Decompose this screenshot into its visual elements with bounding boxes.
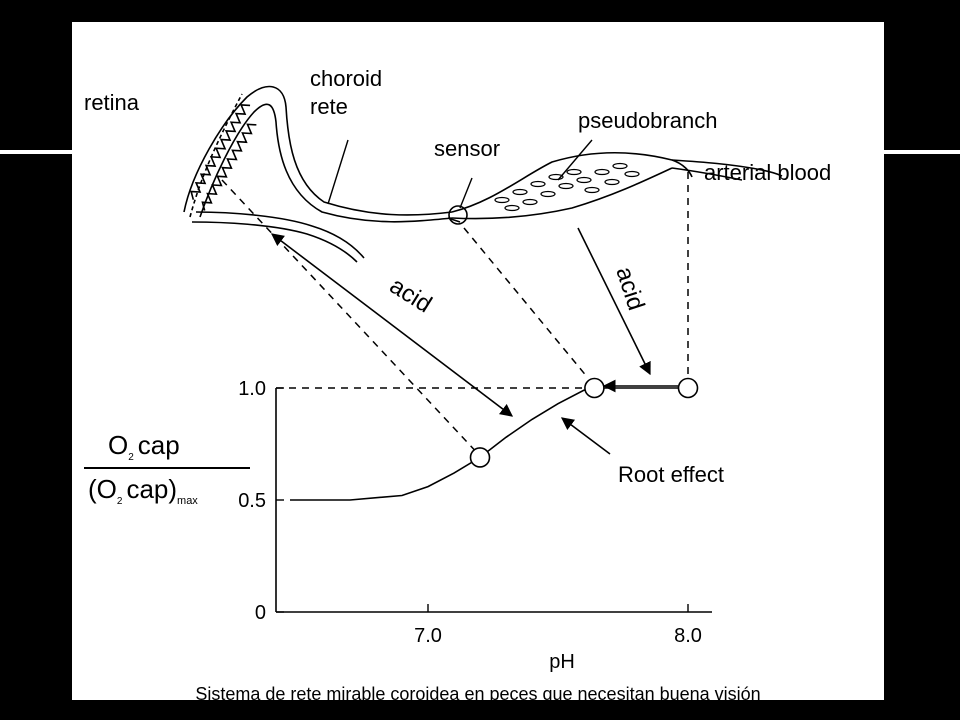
sensor-label: sensor [434,136,500,161]
dashed-projections [221,172,689,459]
data-point [677,377,699,399]
rete-vessel-outer [183,85,453,216]
retina-folds [190,104,251,200]
pseudobranch-label: pseudobranch [578,108,717,133]
pseudobranch-leader [557,139,593,181]
oxygen-capacity-chart: 0 0.5 1.0 7.0 8.0 pH [238,377,712,673]
title-band-line-right [884,150,960,154]
sensor-leader [459,177,473,209]
x-axis-label: pH [549,651,575,673]
choroid-leader [327,139,349,205]
slide-panel: retina choroid rete pseudobranch sensor … [72,22,884,700]
data-point [469,447,491,468]
x-tick-label: 8.0 [674,625,702,647]
choroid-rete-diagram: retina choroid rete pseudobranch sensor … [84,66,831,673]
rete-vessel-inner [199,103,453,223]
choroid-label-line2: rete [310,94,348,119]
y-tick-label: 0 [255,602,266,624]
y-tick-label: 0.5 [238,490,266,512]
root-effect-arrow [560,417,611,455]
y-tick-label: 1.0 [238,378,266,400]
sensor-circle [448,205,468,225]
arterial-blood-label: arterial blood [704,160,831,185]
root-effect-label: Root effect [618,462,724,487]
data-point [584,377,605,399]
choroid-rete-branch [191,221,358,263]
acid-label-left: acid [385,272,437,318]
figure-caption: Sistema de rete mirable coroidea en pece… [195,684,761,700]
acid-arrow-left [270,233,514,417]
title-band-line-left [0,150,72,154]
pseudobranch-lamellae [494,162,640,212]
choroid-label-line1: choroid [310,66,382,91]
x-tick-label: 7.0 [414,625,442,647]
arterial-vessel [671,159,783,177]
acid-arrow-right [577,227,651,376]
sensor-arrow [447,217,461,223]
retina-label: retina [84,90,140,115]
